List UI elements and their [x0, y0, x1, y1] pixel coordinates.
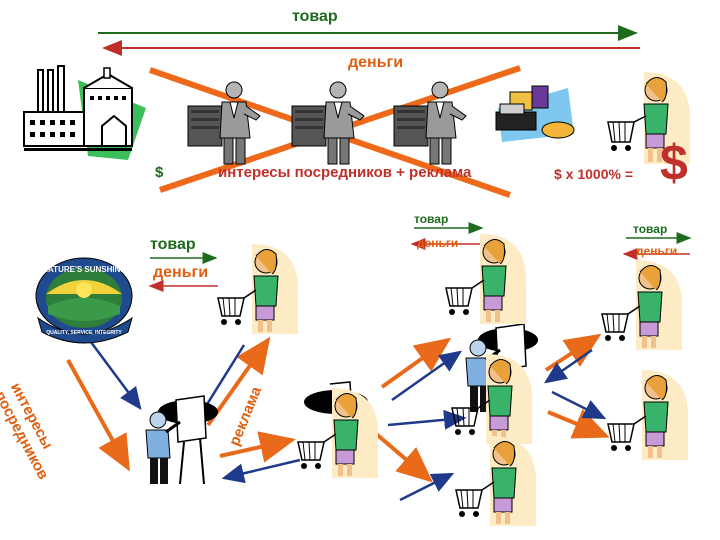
network-arrow-o4	[380, 337, 452, 389]
shopper-network-3	[601, 260, 683, 350]
network-arrow-o7	[547, 408, 610, 439]
shopper-network-1	[217, 244, 299, 334]
shopper-network-6	[607, 370, 689, 460]
money-label-mid: деньги	[417, 236, 459, 250]
middlemen-ads-label: интересы посредников + реклама	[218, 164, 472, 181]
middleman-figure-2	[291, 81, 365, 165]
shopper-network-7	[455, 436, 537, 526]
network-arrow-n3	[221, 458, 301, 484]
factory-icon	[23, 65, 146, 160]
network-arrow-o1	[66, 359, 130, 472]
top-goods-label: товар	[292, 8, 338, 25]
shopper-top-right	[607, 72, 691, 164]
big-dollar: $	[660, 135, 688, 191]
money-label-left: деньги	[153, 264, 209, 281]
network-arrow-n6	[543, 348, 593, 384]
goods-label-right: товар	[633, 222, 668, 236]
dollar-sign-small: $	[155, 164, 164, 181]
money-label-right: деньги	[636, 244, 678, 258]
markup-label: $ х 1000% =	[554, 166, 634, 182]
network-arrow-o3	[219, 431, 296, 463]
middleman-figure-1	[187, 81, 261, 165]
presenter-figure-left	[145, 395, 218, 485]
network-arrow-n4	[387, 409, 467, 430]
shopper-network-2	[445, 234, 527, 324]
logo-tagline-text: QUALITY, SERVICE, INTEGRITY	[46, 330, 122, 336]
middleman-figure-3	[393, 81, 467, 165]
goods-label-mid: товар	[414, 212, 449, 226]
logo-brand-text: NATURE'S SUNSHINE	[42, 265, 126, 274]
network-arrow-o2	[206, 336, 271, 427]
network-arrow-n7	[551, 390, 607, 420]
network-arrow-n8	[399, 472, 455, 502]
shopper-network-5	[451, 354, 533, 444]
network-arrow-n5	[391, 350, 463, 402]
shopper-network-4	[297, 388, 379, 478]
top-money-label: деньги	[348, 54, 404, 71]
goods-label-left: товар	[150, 236, 196, 253]
cash-register-icon	[495, 85, 575, 142]
natures-sunshine-logo: NATURE'S SUNSHINE QUALITY, SERVICE, INTE…	[35, 257, 133, 344]
